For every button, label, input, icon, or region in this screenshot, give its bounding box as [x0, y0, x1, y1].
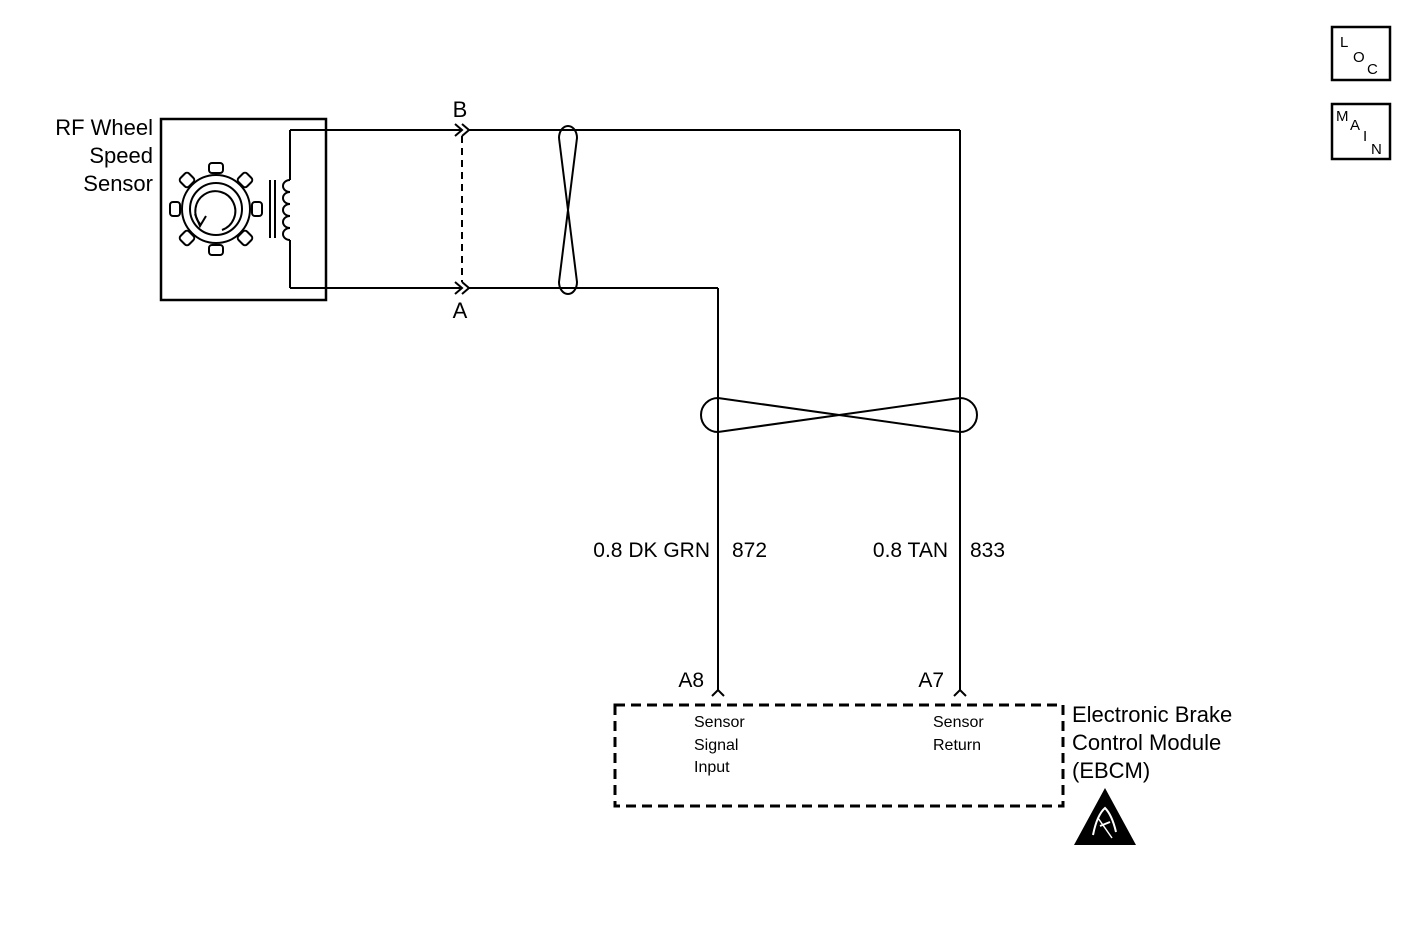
loc-nav-button[interactable]: L O C — [1330, 25, 1392, 82]
twisted-pair-symbol-horizontal — [700, 396, 978, 434]
connector-pin-b-label: B — [453, 97, 468, 122]
terminal-a8-label-line2: Signal — [694, 737, 738, 754]
wire-833-circuit-label: 833 — [970, 539, 1005, 562]
reluctor-wheel-icon — [169, 162, 263, 256]
loc-letter-c: C — [1367, 61, 1378, 78]
terminal-a7-label-line1: Sensor — [933, 714, 984, 731]
pickup-coil-icon — [269, 130, 291, 288]
module-name-line2: Control Module — [1072, 730, 1221, 755]
connector-pin-a — [454, 281, 471, 295]
main-letter-a: A — [1350, 117, 1360, 134]
main-nav-button[interactable]: M A I N — [1330, 102, 1392, 161]
wire-872-color-label: 0.8 DK GRN — [593, 539, 710, 562]
main-letter-n: N — [1371, 141, 1382, 158]
sensor-name-line2: Speed — [89, 143, 153, 168]
wheel-speed-sensor-box — [159, 117, 328, 302]
module-pin-a7-label: A7 — [918, 669, 944, 692]
esd-warning-icon — [1074, 788, 1136, 845]
module-pin-a8-label: A8 — [678, 669, 704, 692]
loc-letter-l: L — [1340, 34, 1348, 51]
wire-872-circuit-label: 872 — [732, 539, 767, 562]
module-name-line1: Electronic Brake — [1072, 702, 1232, 727]
sensor-name-line3: Sensor — [83, 171, 153, 196]
module-pin-a7 — [953, 688, 967, 697]
loc-letter-o: O — [1353, 49, 1365, 66]
wire-833-color-label: 0.8 TAN — [873, 539, 948, 562]
ebcm-module-box — [613, 703, 1065, 808]
module-name-line3: (EBCM) — [1072, 758, 1150, 783]
terminal-a8-label-line1: Sensor — [694, 714, 745, 731]
sensor-name-line1: RF Wheel — [55, 115, 153, 140]
module-pin-a8 — [711, 688, 725, 697]
twisted-pair-symbol-vertical — [557, 125, 579, 295]
terminal-a8-label-line3: Input — [694, 759, 730, 776]
connector-pin-a-label: A — [453, 298, 468, 323]
terminal-a7-label-line2: Return — [933, 737, 981, 754]
main-letter-i: I — [1363, 128, 1367, 145]
main-letter-m: M — [1336, 108, 1349, 125]
connector-pin-b — [454, 123, 471, 137]
